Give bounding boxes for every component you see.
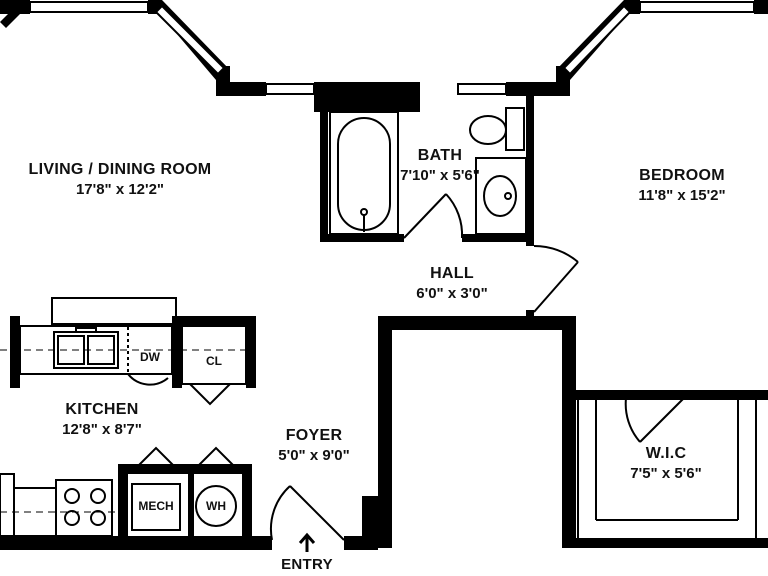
room-name-kitchen: KITCHEN [65, 401, 139, 418]
room-name-bedroom: BEDROOM [639, 167, 725, 184]
room-dims-bedroom: 11'8" x 15'2" [638, 187, 726, 204]
room-label-hall: HALL 6'0" x 3'0" [392, 264, 512, 304]
bath-sink [475, 157, 527, 235]
stove [0, 473, 118, 537]
room-dims-bath: 7'10" x 5'6" [400, 167, 480, 184]
kitchen-counter [0, 297, 256, 386]
mech-wh-units [131, 483, 237, 531]
room-name-wic: W.I.C [645, 445, 687, 462]
room-dims-hall: 6'0" x 3'0" [416, 285, 488, 302]
entry-arrow-icon [298, 532, 316, 552]
room-label-foyer: FOYER 5'0" x 9'0" [256, 426, 372, 466]
wic-shelves [577, 400, 757, 538]
entry-label: ENTRY [262, 555, 352, 575]
room-dims-foyer: 5'0" x 9'0" [278, 447, 350, 464]
room-label-living: LIVING / DINING ROOM 17'8" x 12'2" [10, 160, 230, 200]
room-name-living: LIVING / DINING ROOM [28, 161, 212, 178]
room-label-wic: W.I.C 7'5" x 5'6" [606, 444, 726, 484]
room-label-kitchen: KITCHEN 12'8" x 8'7" [42, 400, 162, 440]
room-dims-living: 17'8" x 12'2" [75, 181, 165, 198]
fixture-label-mech: MECH [138, 499, 174, 513]
room-dims-kitchen: 12'8" x 8'7" [62, 421, 142, 438]
doors [135, 193, 685, 541]
room-name-foyer: FOYER [285, 427, 343, 444]
room-name-hall: HALL [430, 265, 474, 282]
entry-text: ENTRY [281, 556, 333, 573]
windows [29, 1, 755, 95]
room-label-bath: BATH 7'10" x 5'6" [390, 146, 490, 186]
fixture-label-cl: CL [206, 354, 222, 368]
room-name-bath: BATH [417, 147, 463, 164]
toilet [469, 107, 525, 151]
bathtub [329, 111, 399, 235]
room-label-bedroom: BEDROOM 11'8" x 15'2" [612, 166, 752, 206]
walls [0, 0, 768, 550]
room-dims-wic: 7'5" x 5'6" [630, 465, 702, 482]
fixture-label-wh: WH [206, 499, 226, 513]
fixture-label-dw: DW [140, 350, 160, 364]
